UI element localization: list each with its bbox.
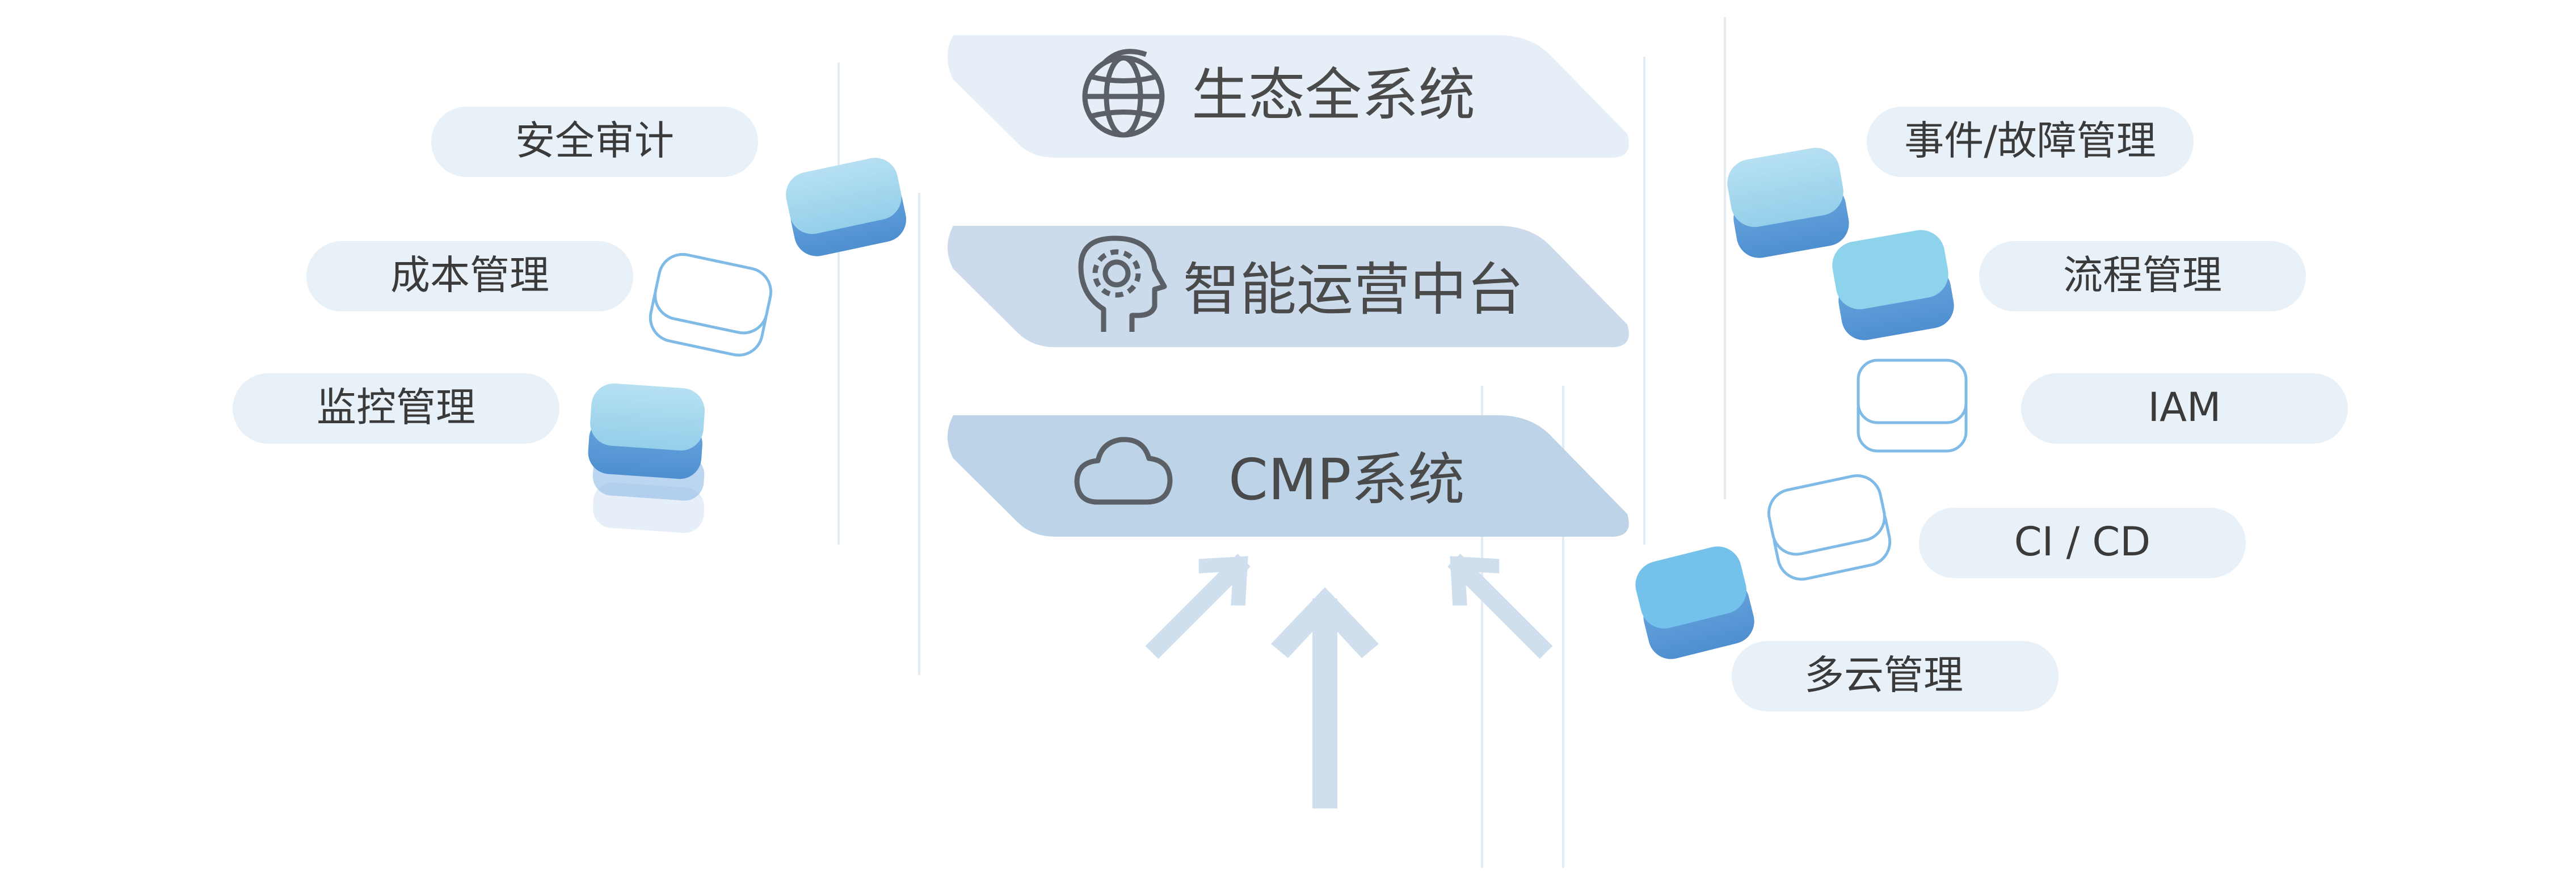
block-outline-cost [649,252,773,357]
pill-label: 事件/故障管理 [1904,117,2156,164]
band-ai-ops: 智能运营中台 [948,226,1629,347]
ai-head-gear-icon [1078,235,1167,332]
right-pill-incident-management: 事件/故障管理 [1867,107,2194,177]
right-pill-ci-cd: CI / CD [1919,508,2246,578]
block-outline-iam [1857,359,1968,453]
pill-label: CI / CD [2014,519,2150,565]
left-pill-monitoring-management: 监控管理 [233,373,559,444]
pill-label: 流程管理 [2063,252,2222,298]
globe-icon [1082,49,1165,138]
band-ai-ops-label: 智能运营中台 [1183,256,1523,323]
right-pill-process-management: 流程管理 [1979,241,2306,311]
band-cmp: CMP系统 [948,415,1629,537]
block-solid-process [1832,230,1954,340]
band-shape [948,226,1629,347]
block-solid-security [786,158,907,256]
block-stack-monitoring [588,383,705,533]
pill-label: 多云管理 [1804,652,1963,698]
block-outline-cicd [1767,474,1892,581]
left-pill-security-audit: 安全审计 [431,107,758,177]
arrow-up-left-icon [1447,554,1553,659]
pill-label: 成本管理 [390,252,549,298]
block-solid-multicloud [1635,546,1754,659]
arrow-up-right-icon [1145,554,1251,659]
band-cmp-label: CMP系统 [1228,446,1464,513]
band-ecosystem: 生态全系统 [948,35,1629,158]
arrow-up-icon [1271,587,1379,808]
band-ecosystem-label: 生态全系统 [1192,62,1475,128]
right-pill-iam: IAM [2021,373,2348,444]
pill-label: 监控管理 [317,384,475,431]
left-pill-cost-management: 成本管理 [306,241,633,311]
cloud-icon [1074,437,1173,505]
right-pill-multicloud-management: 多云管理 [1732,641,2059,711]
band-shape [948,415,1629,537]
block-solid-incident [1727,148,1849,258]
arrows [1145,554,1553,808]
pill-label: IAM [2148,384,2221,431]
band-shape [948,35,1629,158]
pill-label: 安全审计 [515,117,674,164]
